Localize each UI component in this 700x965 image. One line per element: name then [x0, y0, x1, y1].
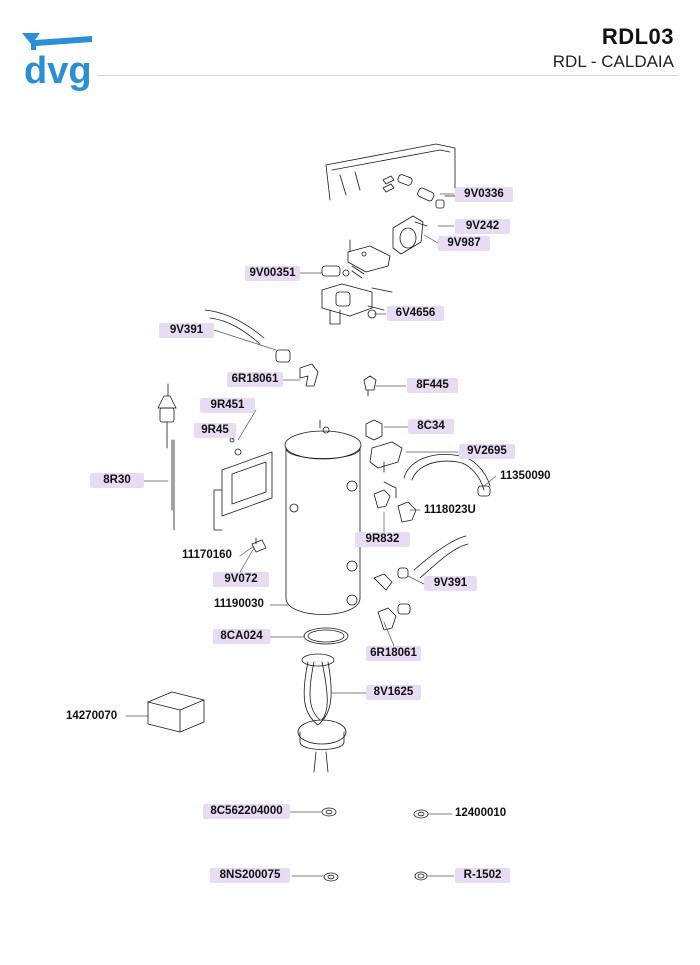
tube-9v391-bottom — [373, 535, 469, 591]
gasket-ring — [303, 627, 349, 645]
part-label-r1502: R-1502 — [455, 868, 510, 883]
hose-11350090 — [403, 454, 491, 497]
chassis-frame — [325, 143, 456, 201]
header-rule — [97, 75, 678, 76]
pressure-switch — [365, 419, 403, 473]
page-code: RDL03 — [601, 24, 674, 49]
part-label-9v391-bottom: 9V391 — [424, 576, 477, 591]
part-label-8c34: 8C34 — [408, 419, 454, 434]
part-label-9v391-top: 9V391 — [159, 323, 214, 338]
level-probe — [157, 383, 177, 531]
solenoid-valve — [392, 215, 428, 255]
part-label-14270070: 14270070 — [66, 710, 118, 722]
part-label-12400010: 12400010 — [455, 807, 507, 819]
part-label-11190030: 11190030 — [214, 598, 264, 610]
tube-9v391-top — [204, 309, 291, 363]
nut-r1502 — [414, 871, 428, 881]
leader-lines — [125, 193, 497, 877]
sensor-8f445 — [363, 375, 377, 397]
part-label-11350090: 11350090 — [500, 470, 551, 482]
part-label-9r832: 9R832 — [355, 532, 410, 547]
heating-element — [297, 653, 347, 773]
part-label-8ca024: 8CA024 — [213, 629, 270, 644]
fitting-9v00351 — [321, 265, 365, 279]
part-label-9v0336: 9V0336 — [455, 187, 513, 202]
mounting-plate — [213, 437, 273, 531]
valve-6v4656 — [321, 283, 393, 325]
boiler-tank — [284, 419, 362, 615]
part-label-9v2695: 9V2695 — [459, 444, 515, 459]
page-subtitle: RDL - CALDAIA — [552, 52, 674, 71]
washer-8ns200075 — [323, 872, 339, 882]
part-label-9v242: 9V242 — [455, 219, 510, 234]
fitting-9v072 — [251, 537, 267, 553]
part-label-8v1625: 8V1625 — [366, 685, 421, 700]
part-label-9v00351: 9V00351 — [245, 266, 300, 281]
dvg-logo: dvg — [22, 33, 92, 92]
part-label-8c562204000: 8C562204000 — [203, 804, 290, 819]
part-label-9v987: 9V987 — [438, 236, 490, 251]
washer-12400010 — [413, 809, 429, 819]
washer-8c562204000 — [321, 807, 337, 817]
logo-text: dvg — [24, 50, 92, 92]
part-label-9v072: 9V072 — [213, 572, 269, 587]
upper-fittings — [382, 174, 456, 209]
part-label-1118023u: 1118023U — [424, 504, 476, 516]
elbow-6r18061-bottom — [377, 603, 411, 631]
part-label-9r45: 9R45 — [194, 423, 236, 438]
part-label-9r451: 9R451 — [200, 398, 255, 413]
bracket — [347, 239, 391, 273]
part-label-6r18061-top: 6R18061 — [227, 372, 283, 387]
insulation-box — [147, 691, 205, 733]
part-label-8r30: 8R30 — [90, 473, 144, 488]
part-label-6r18061-bottom: 6R18061 — [366, 646, 421, 661]
part-label-11170160: 11170160 — [182, 549, 232, 561]
tee-fitting — [373, 481, 417, 523]
part-label-6v4656: 6V4656 — [387, 306, 444, 321]
elbow-6r18061-top — [299, 363, 319, 387]
part-label-8f445: 8F445 — [407, 378, 458, 393]
part-label-8ns200075: 8NS200075 — [210, 868, 290, 883]
